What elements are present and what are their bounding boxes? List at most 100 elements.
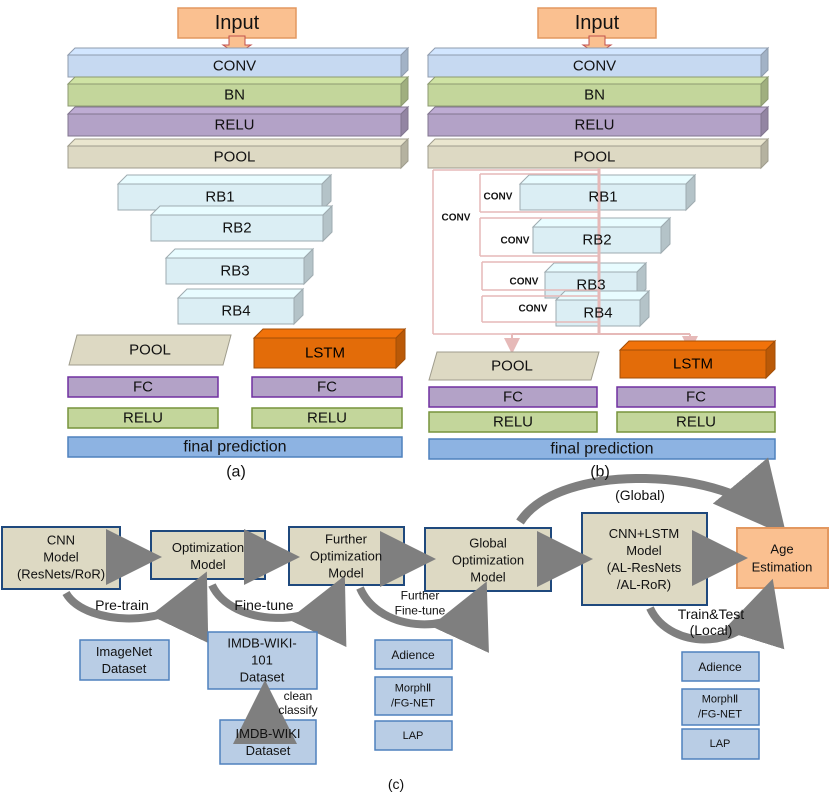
panel-c-dataset-imdb101 xyxy=(207,631,318,690)
panel-c-stage-cnn-lstm-label-line-4: /AL-RoR) xyxy=(617,577,671,592)
panel-a-block-rb3-top xyxy=(164,248,315,259)
panel-b-block-rb2 xyxy=(531,216,672,255)
panel-b-layer-conv-top xyxy=(426,47,770,56)
panel-b-lstm-block-front xyxy=(619,349,767,379)
panel-b-layer-pool-label: POOL xyxy=(574,149,616,166)
panel-a-block-rb2-front xyxy=(150,214,324,242)
panel-c-train-test-label-line-2: (Local) xyxy=(690,622,733,638)
panel-c-clean-label-line-1: clean xyxy=(284,689,313,703)
panel-b-final-prediction-label: final prediction xyxy=(550,441,653,458)
panel-a-block-rb2-top xyxy=(149,205,334,216)
panel-a-fc-right-label: FC xyxy=(317,379,337,396)
panel-c-finetune-arc xyxy=(208,575,347,648)
panel-c-dataset-lap-1 xyxy=(374,720,453,751)
panel-c-stage-cnn-lstm-label-line-2: Model xyxy=(626,543,662,558)
panel-a-fc-left xyxy=(67,376,219,398)
panel-b-final-prediction xyxy=(428,438,776,460)
panel-a-block-rb3-front xyxy=(165,257,305,285)
panel-a-fc-left-label: FC xyxy=(133,379,153,396)
panel-c-dataset-lap-2 xyxy=(681,728,760,760)
panel-c-global-label: (Global) xyxy=(615,487,665,503)
panel-c-further-finetune-label-line-1: Further xyxy=(401,589,440,603)
panel-a-final-prediction-label: final prediction xyxy=(183,439,286,456)
panel-c-stage-cnn-lstm-label-line-3: (AL-ResNets xyxy=(607,560,682,575)
panel-a-layer-relu-label: RELU xyxy=(214,117,254,134)
panel-c-dataset-adience-2 xyxy=(681,651,760,682)
panel-c-dataset-adience-2-label: Adience xyxy=(698,660,742,674)
panel-c-stage-cnn-lstm-label-line-1: CNN+LSTM xyxy=(609,526,679,541)
panel-c-dataset-imagenet-label-line-1: ImageNet xyxy=(96,644,153,659)
panel-a-block-rb1-top xyxy=(116,174,333,185)
panel-c-finetune-label: Fine-tune xyxy=(234,597,293,613)
panel-c-clean-label-line-2: classify xyxy=(278,703,317,717)
panel-b-shortcut-label-3: CONV xyxy=(510,277,539,288)
panel-a-block-rb3 xyxy=(164,247,315,286)
panel-b-pool-branch xyxy=(428,351,600,381)
panel-c-dataset-imagenet-label-line-2: Dataset xyxy=(102,661,147,676)
panel-a-pool-branch-label: POOL xyxy=(129,342,171,359)
panel-c-dataset-morph-2-label-line-1: MorphⅡ xyxy=(702,694,739,706)
panel-b-block-rb2-front xyxy=(532,226,662,254)
panel-b-shortcut-label-4: CONV xyxy=(519,304,548,315)
panel-b-block-rb4-label: RB4 xyxy=(583,305,612,322)
panel-b-layer-bn-label: BN xyxy=(584,87,605,104)
panel-a-layer-pool-label: POOL xyxy=(214,149,256,166)
panel-c-caption: (c) xyxy=(388,776,404,792)
panel-b-block-rb3-label: RB3 xyxy=(576,277,605,294)
panel-b-fc-right-label: FC xyxy=(686,389,706,406)
panel-b-layer-conv xyxy=(426,46,770,79)
panel-a-layer-bn-front xyxy=(67,83,402,107)
panel-b-layer-bn-top xyxy=(426,76,770,85)
panel-a-block-rb4 xyxy=(176,287,305,326)
panel-b-fc-right xyxy=(616,386,776,408)
panel-a-block-rb1-label: RB1 xyxy=(205,189,234,206)
panel-c-dataset-imdb101-label-line-2: 101 xyxy=(251,653,273,668)
panel-a-block-rb4-label: RB4 xyxy=(221,303,250,320)
panel-a-lstm-block-front xyxy=(253,337,397,369)
panel-c-stage-optimization-label-line-2: Model xyxy=(190,557,226,572)
panel-c-stage-global-label-line-1: Global xyxy=(469,536,507,551)
panel-a-input-box xyxy=(177,7,297,39)
panel-b-fc-left xyxy=(428,386,598,408)
panel-c-global-arc xyxy=(516,457,787,536)
panel-b-block-rb1-top xyxy=(518,174,697,185)
panel-c-stage-optimization-label-line-1: Optimization xyxy=(172,540,244,555)
panel-c-dataset-morph-1 xyxy=(374,676,453,716)
panel-c-stage-further-label-line-2: Optimization xyxy=(310,549,382,564)
panel-b-caption: (b) xyxy=(590,464,610,481)
panel-b-shortcut-label-2: CONV xyxy=(501,236,530,247)
panel-c-dataset-morph-2-label-line-2: /FG-NET xyxy=(698,709,742,721)
panel-a-layer-bn xyxy=(66,75,410,108)
panel-a-relu-left xyxy=(67,407,219,429)
panel-a-block-rb4-top xyxy=(176,288,305,299)
panel-b-relu-left-label: RELU xyxy=(493,414,533,431)
panel-b-relu-right-label: RELU xyxy=(676,414,716,431)
panel-c-dataset-morph-1-label-line-2: /FG-NET xyxy=(391,698,435,710)
panel-b-relu-left xyxy=(428,411,598,433)
panel-c-stage-cnn-label-line-2: Model xyxy=(43,550,79,565)
panel-a-relu-left-label: RELU xyxy=(123,410,163,427)
panel-c-stage-age-estimation-label-line-2: Estimation xyxy=(752,560,813,575)
panel-c-stage-age-estimation-label-line-1: Age xyxy=(770,542,793,557)
panel-c-dataset-adience-1 xyxy=(374,639,453,670)
panel-a-layer-conv xyxy=(66,46,410,79)
panel-b-layer-pool-front xyxy=(427,145,762,169)
panel-c-dataset-imdb-label-line-2: Dataset xyxy=(246,743,291,758)
panel-c-stage-cnn xyxy=(1,526,121,590)
panel-a-layer-relu-top xyxy=(66,106,410,115)
panel-b-layer-conv-label: CONV xyxy=(573,58,616,75)
panel-b-block-rb1-front xyxy=(519,183,687,211)
panel-c-dataset-morph-1-label-line-1: MorphⅡ xyxy=(395,683,432,695)
panel-a-relu-right-label: RELU xyxy=(307,410,347,427)
panel-a-layer-pool-top xyxy=(66,138,410,147)
panel-b-layer-pool xyxy=(426,137,770,170)
panel-b-block-rb2-top xyxy=(531,217,672,228)
panel-c-dataset-lap-2-label: LAP xyxy=(710,738,731,750)
panel-b-input-box xyxy=(537,7,657,39)
panel-a-layer-conv-top xyxy=(66,47,410,56)
panel-a-lstm-label: LSTM xyxy=(305,345,345,362)
panel-b-block-rb1-label: RB1 xyxy=(588,189,617,206)
panel-a-pool-branch xyxy=(68,334,232,366)
panel-a-final-prediction xyxy=(67,436,403,458)
